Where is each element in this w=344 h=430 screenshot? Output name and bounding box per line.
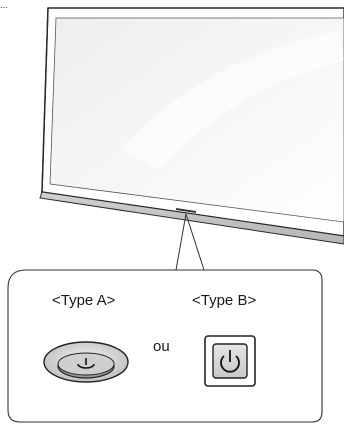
callout-box [7,269,323,423]
tv-left-edge [41,7,49,193]
power-joystick-icon [43,341,129,383]
tv-logo-mark [175,208,197,213]
type-a-label: <Type A> [52,292,116,309]
callout-pointer [175,213,205,271]
or-label: ou [153,338,170,355]
tv-illustration [39,7,344,245]
screen-reflection [120,30,344,170]
type-b-label: <Type B> [192,292,257,309]
tv-bottom-bezel [39,191,344,245]
corner-text: ... [0,0,8,10]
power-button-icon [204,335,256,387]
